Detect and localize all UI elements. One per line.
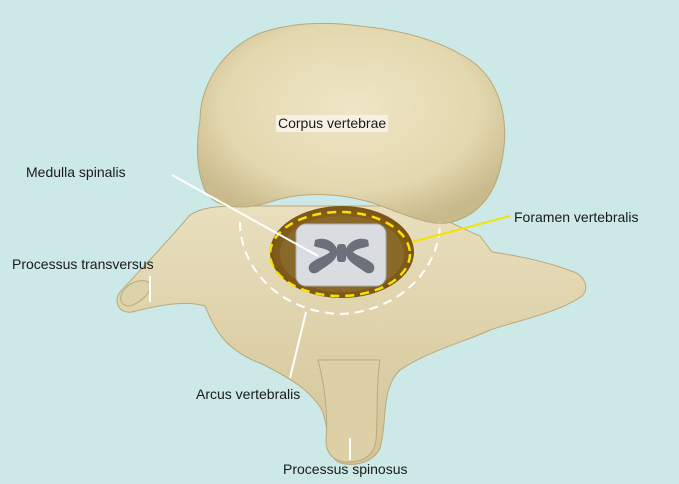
label-processus-transversus: Processus transversus <box>12 256 154 273</box>
label-corpus-vertebrae: Corpus vertebrae <box>276 115 388 132</box>
label-processus-spinosus: Processus spinosus <box>283 461 408 478</box>
label-foramen-vertebralis: Foramen vertebralis <box>514 209 639 226</box>
label-arcus-vertebralis: Arcus vertebralis <box>196 386 300 403</box>
label-medulla-spinalis: Medulla spinalis <box>26 164 126 181</box>
